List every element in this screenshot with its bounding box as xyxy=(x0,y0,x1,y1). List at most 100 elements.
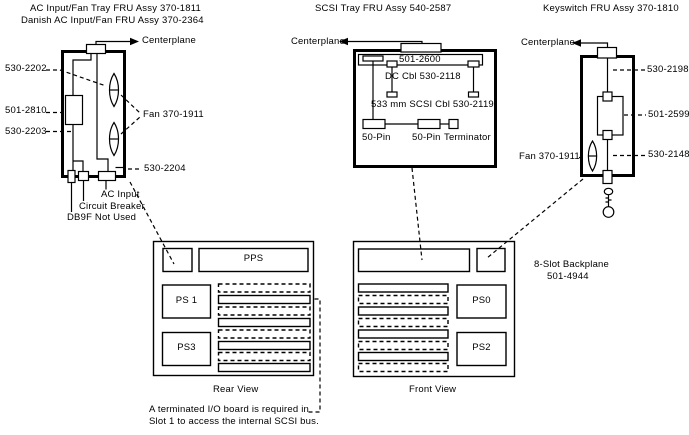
front-view-caption: Front View xyxy=(409,384,457,395)
backplane-name-label: 8-Slot Backplane xyxy=(534,259,610,270)
keyswitch-bottom-connector xyxy=(602,169,613,185)
fan-tray-fan-label: Fan 370-1911 xyxy=(143,109,204,120)
fan-tray-centerplane-line xyxy=(95,40,130,45)
arrow-left-icon xyxy=(572,39,581,47)
slot-empty xyxy=(217,283,311,293)
scsi-tray-top-tab xyxy=(400,42,442,53)
keyswitch-module-conn-bottom xyxy=(602,129,613,141)
pps-box xyxy=(198,247,309,273)
pps-label: PPS xyxy=(243,253,264,264)
keyswitch-centerplane-line xyxy=(580,42,609,48)
part-label-501-2810: 501-2810 xyxy=(5,105,47,116)
slot-board xyxy=(217,340,311,351)
dc-connector-bottom-left xyxy=(386,91,398,98)
part-label-530-2148: 530-2148 xyxy=(648,149,689,160)
ps2-label: PS2 xyxy=(472,342,491,353)
circuit-breaker-label: Circuit Breaker xyxy=(79,201,145,212)
backplane-part-label: 501-4944 xyxy=(547,271,589,282)
rear-chassis-outline xyxy=(152,240,315,377)
slot-empty xyxy=(357,340,449,351)
keyswitch-dashed-leaders xyxy=(579,69,646,159)
note-line2: Slot 1 to access the internal SCSI bus. xyxy=(149,416,319,427)
fan-tray-centerplane-label: Centerplane xyxy=(142,35,196,46)
fan-icon xyxy=(587,139,598,173)
rear-chassis-group xyxy=(152,240,315,377)
ps1-label: PS 1 xyxy=(175,295,198,306)
circuit-breaker-connector xyxy=(77,170,90,182)
keyswitch-group xyxy=(572,39,646,218)
part-label-530-2202: 530-2202 xyxy=(5,63,47,74)
dc-connector-top-right xyxy=(467,60,480,68)
arrow-left-icon xyxy=(339,37,348,46)
connection-lines-group xyxy=(129,167,584,413)
db9f-label: DB9F Not Used xyxy=(67,212,137,223)
slot-board xyxy=(217,317,311,328)
scsi-board xyxy=(357,53,484,66)
slot-board xyxy=(357,351,449,362)
slot-empty xyxy=(357,362,449,373)
fan-tray-wire-left xyxy=(72,52,92,95)
dc-connector-top-left xyxy=(386,60,398,68)
part-label-530-2203: 530-2203 xyxy=(5,126,47,137)
fan-icon xyxy=(108,121,120,157)
keyswitch-to-front-line xyxy=(486,178,584,259)
slot-empty xyxy=(357,294,449,305)
fan-tray-top-connector xyxy=(85,43,107,55)
terminator-label: Terminator xyxy=(444,132,491,143)
terminator-connector xyxy=(448,118,459,130)
ps2-box xyxy=(456,331,507,367)
part-label-501-2599: 501-2599 xyxy=(648,109,689,120)
slot-board xyxy=(217,294,311,305)
scsi-cable-label: 533 mm SCSI Cbl 530-2119 xyxy=(371,99,494,110)
slot1-to-note-line xyxy=(307,298,321,413)
part-label-501-2600: 501-2600 xyxy=(399,54,441,65)
ac-input-label: AC Input xyxy=(101,189,140,200)
scsi-tray-title: SCSI Tray FRU Assy 540-2587 xyxy=(315,3,452,14)
keyswitch-fan-label: Fan 370-1911 xyxy=(519,151,580,162)
slot-board xyxy=(357,283,449,293)
fifty-pin-middle xyxy=(417,118,441,130)
part-label-530-2198: 530-2198 xyxy=(647,64,689,75)
ps3-box xyxy=(161,331,212,367)
slot-board xyxy=(357,329,449,339)
part-label-530-2204: 530-2204 xyxy=(144,163,186,174)
key-icon xyxy=(602,187,615,218)
fifty-pin-left-label: 50-Pin xyxy=(362,132,391,143)
keyswitch-title: Keyswitch FRU Assy 370-1810 xyxy=(543,3,679,14)
scsi-board-connector-left xyxy=(362,55,384,62)
front-slots xyxy=(357,283,449,373)
fifty-pin-left xyxy=(362,118,386,130)
fan-tray-to-rear-line xyxy=(129,181,175,265)
fan-tray-module xyxy=(64,94,84,126)
slot-empty xyxy=(217,306,311,316)
fan-icon xyxy=(108,72,120,108)
dc-cable-label: DC Cbl 530-2118 xyxy=(385,71,461,82)
scsi-tray-group xyxy=(339,37,497,168)
note-line1: A terminated I/O board is required in xyxy=(149,404,310,415)
dc-connector-bottom-right xyxy=(467,91,480,98)
keyswitch-module-conn-top xyxy=(602,91,613,102)
scsi-tray-to-front-line xyxy=(411,167,423,261)
fan-tray-wire-right xyxy=(96,52,109,171)
ac-input-connector xyxy=(97,170,117,182)
rear-small-bay xyxy=(162,247,193,273)
rear-view-caption: Rear View xyxy=(213,384,259,395)
keyswitch-centerplane-label: Centerplane xyxy=(521,37,575,48)
scsi-centerplane-label: Centerplane xyxy=(291,36,345,47)
front-chassis-group xyxy=(352,240,516,378)
keyswitch-top-connector xyxy=(596,46,618,59)
keyswitch-module xyxy=(596,95,624,136)
fan-tray-group xyxy=(46,37,142,212)
front-small-bay xyxy=(476,247,506,273)
rear-slots xyxy=(217,283,311,373)
fan-tray-title-line2: Danish AC Input/Fan FRU Assy 370-2364 xyxy=(21,15,204,26)
arrow-right-icon xyxy=(130,37,139,46)
fan-tray-wire-breaker xyxy=(73,160,84,171)
ps3-label: PS3 xyxy=(177,342,196,353)
db9f-connector xyxy=(67,169,76,184)
ps0-box xyxy=(456,284,507,319)
ps1-box xyxy=(161,284,212,319)
front-chassis-outline xyxy=(352,240,516,378)
